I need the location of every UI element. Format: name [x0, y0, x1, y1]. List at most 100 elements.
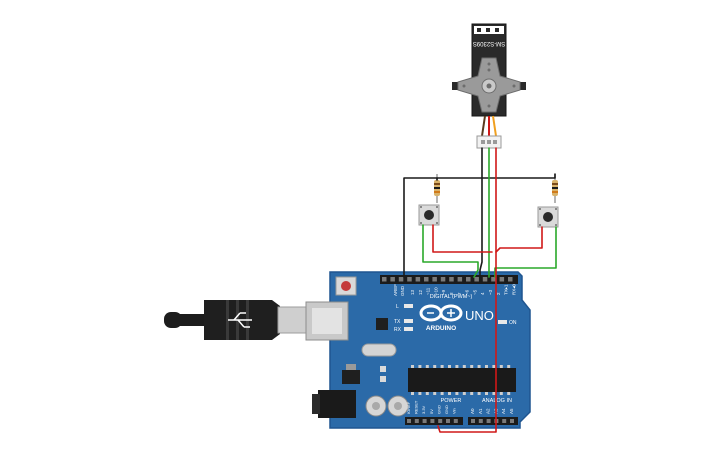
- wires: [403, 147, 557, 433]
- header-pin[interactable]: [407, 277, 412, 282]
- analog-header[interactable]: [468, 417, 518, 425]
- chip-pin: [492, 392, 496, 395]
- power-pin-label: Vin: [452, 408, 457, 414]
- digital-pin-label: 2: [496, 292, 501, 295]
- header-pin[interactable]: [471, 419, 475, 423]
- left-pushbutton[interactable]: [418, 204, 440, 226]
- header-pin[interactable]: [482, 277, 488, 282]
- wire-black-gnd: [403, 173, 556, 278]
- digital-pin-label: ~9: [441, 289, 446, 295]
- voltage-regulator: [342, 364, 360, 384]
- header-pin[interactable]: [432, 277, 437, 282]
- chip-pin: [477, 392, 481, 395]
- digital-pin-label: 13: [410, 289, 415, 295]
- digital-pin-label: TX▸1: [504, 284, 509, 295]
- usb-icon: [228, 312, 252, 328]
- chip-pin: [418, 365, 422, 368]
- power-pin-label: 5V: [429, 409, 434, 414]
- header-pin[interactable]: [510, 419, 514, 423]
- header-pin[interactable]: [414, 419, 419, 423]
- header-pin[interactable]: [474, 277, 479, 282]
- chip-pin: [470, 365, 474, 368]
- wire-green-right-button: [494, 226, 557, 278]
- chip-pin: [411, 365, 414, 368]
- right-pushbutton[interactable]: [537, 206, 559, 228]
- header-pin[interactable]: [486, 419, 491, 423]
- chip-pin: [470, 392, 474, 395]
- header-pin[interactable]: [453, 419, 458, 423]
- header-pin[interactable]: [457, 277, 463, 282]
- aref-label: AREF: [393, 284, 398, 296]
- dc-power-jack[interactable]: [312, 390, 356, 418]
- atmega-chip: [408, 365, 516, 395]
- servo-motor[interactable]: SM-S2309S: [452, 23, 526, 149]
- chip-pin: [455, 392, 459, 395]
- wire-red-right-button: [495, 226, 543, 253]
- digital-pin-label: 12: [418, 289, 423, 295]
- wire-red-5v-bus: [437, 147, 497, 433]
- analog-header-label: ANALOG IN: [482, 398, 512, 404]
- chip-pin: [507, 392, 511, 395]
- chip-pin: [477, 365, 481, 368]
- chip-pin: [425, 365, 429, 368]
- digital-pin-label: 8: [449, 292, 454, 295]
- header-pin[interactable]: [438, 419, 443, 423]
- header-pin[interactable]: [466, 277, 471, 282]
- header-pin[interactable]: [424, 277, 429, 282]
- chip-pin: [485, 392, 488, 395]
- wire-red-left-button: [432, 224, 493, 253]
- header-pin[interactable]: [446, 419, 450, 423]
- power-pin-label: 3.3V: [421, 405, 426, 414]
- power-pin-label: IOREF: [406, 401, 411, 414]
- digital-pin-label: 4: [480, 292, 485, 295]
- header-pin[interactable]: [449, 277, 454, 282]
- header-pin[interactable]: [440, 277, 446, 282]
- chip-pin: [425, 392, 429, 395]
- usb-cable[interactable]: [164, 300, 311, 340]
- arduino-logo: [419, 304, 463, 322]
- servo-horn[interactable]: [457, 57, 521, 113]
- analog-pin-label: A2: [486, 408, 491, 414]
- right-resistor[interactable]: [552, 174, 558, 203]
- smd-part: [380, 366, 386, 372]
- digital-pin-label: ~10: [433, 287, 438, 295]
- digital-pin-label: 7: [457, 292, 462, 295]
- header-pin[interactable]: [390, 277, 395, 282]
- header-pin[interactable]: [382, 277, 387, 282]
- header-pin[interactable]: [491, 277, 496, 282]
- smd-part: [380, 376, 386, 382]
- chip-pin: [492, 365, 496, 368]
- header-pin[interactable]: [478, 419, 483, 423]
- chip-pin: [440, 392, 444, 395]
- analog-pin-label: A4: [501, 408, 506, 414]
- header-pin[interactable]: [430, 419, 435, 423]
- power-header-label: POWER: [441, 398, 462, 404]
- reset-button[interactable]: [335, 276, 357, 296]
- servo-model-label: SM-S2309S: [473, 40, 505, 46]
- chip-pin: [462, 365, 466, 368]
- chip-pin: [507, 365, 511, 368]
- chip-pin: [499, 392, 503, 395]
- chip-pin: [411, 392, 414, 395]
- header-pin[interactable]: [398, 277, 404, 282]
- led-rx-label: RX: [394, 327, 402, 333]
- header-pin[interactable]: [407, 419, 411, 423]
- header-pin[interactable]: [415, 277, 421, 282]
- led-l-label: L: [396, 304, 399, 310]
- header-pin[interactable]: [499, 277, 505, 282]
- led-indicators: [404, 304, 507, 331]
- left-resistor[interactable]: [434, 174, 440, 203]
- header-pin[interactable]: [508, 277, 513, 282]
- digital-pin-label: ~5: [472, 289, 477, 295]
- header-pin[interactable]: [502, 419, 507, 423]
- digital-header-label: DIGITAL (PWM~): [430, 294, 473, 300]
- chip-pin: [440, 365, 444, 368]
- digital-header[interactable]: [380, 275, 518, 284]
- chip-pin: [433, 365, 437, 368]
- analog-pin-label: A0: [470, 408, 475, 414]
- header-pin[interactable]: [422, 419, 427, 423]
- chip-pin: [448, 392, 451, 395]
- wire-green-left-button: [422, 224, 479, 278]
